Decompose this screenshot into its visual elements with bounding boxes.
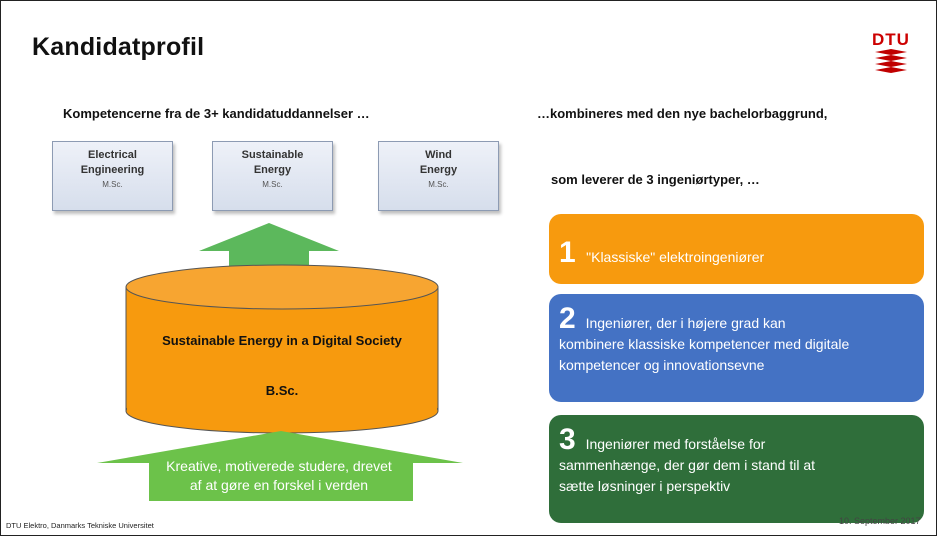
card-text-line: sætte løsninger i perspektiv xyxy=(559,478,731,494)
program-box-sustainable: Sustainable Energy M.Sc. xyxy=(212,141,333,211)
program-name-line: Electrical xyxy=(88,149,137,161)
diagram-graphics xyxy=(97,223,463,501)
card-text-line: kombinere klassiske kompetencer med digi… xyxy=(559,336,850,352)
program-degree: M.Sc. xyxy=(262,180,283,189)
bottom-arrow-text-line: Kreative, motiverede studere, drevet xyxy=(166,458,392,474)
card-number: 1 xyxy=(559,236,576,269)
program-box-electrical: Electrical Engineering M.Sc. xyxy=(52,141,173,211)
dtu-logo: DTU xyxy=(869,31,913,89)
card-number: 2 xyxy=(559,302,576,335)
card-text-line: sammenhænge, der gør dem i stand til at xyxy=(559,457,816,473)
bottom-arrow xyxy=(97,431,463,501)
program-name-line: Sustainable xyxy=(241,149,304,161)
card-text-line: Ingeniører med forståelse for xyxy=(585,436,766,452)
bottom-arrow-text-line: af at gøre en forskel i verden xyxy=(189,477,369,493)
program-name-line: Engineering xyxy=(80,164,145,176)
engineer-type-card-3: 3 Ingeniører med forståelse for sammenhæ… xyxy=(549,415,924,523)
left-heading: Kompetencerne fra de 3+ kandidatuddannel… xyxy=(63,106,370,121)
footer-institution: DTU Elektro, Danmarks Tekniske Universit… xyxy=(6,521,154,530)
right-subheading: som leverer de 3 ingeniørtyper, … xyxy=(551,172,760,187)
dtu-logo-icon xyxy=(875,49,907,73)
bottom-arrow-text: Kreative, motiverede studere, drevet af … xyxy=(149,457,409,495)
program-name-line: Energy xyxy=(253,164,292,176)
card-text: "Klassiske" elektroingeniører xyxy=(586,249,765,265)
cylinder-degree: B.Sc. xyxy=(265,383,299,398)
program-degree: M.Sc. xyxy=(102,180,123,189)
program-box-wind: Wind Energy M.Sc. xyxy=(378,141,499,211)
program-name: Wind Energy xyxy=(379,148,498,178)
program-name: Electrical Engineering xyxy=(53,148,172,178)
dtu-logo-text: DTU xyxy=(872,30,910,49)
right-heading: …kombineres med den nye bachelorbaggrund… xyxy=(537,106,828,121)
slide-title: Kandidatprofil xyxy=(32,33,205,61)
cylinder-title: Sustainable Energy in a Digital Society xyxy=(162,333,402,348)
footer-date: 10. September 2017 xyxy=(839,516,921,526)
program-degree: M.Sc. xyxy=(428,180,449,189)
cylinder-top xyxy=(125,264,439,310)
program-name-line: Energy xyxy=(419,164,458,176)
card-text-line: Ingeniører, der i højere grad kan xyxy=(585,315,786,331)
card-number: 3 xyxy=(559,423,576,456)
engineer-type-card-2: 2 Ingeniører, der i højere grad kan komb… xyxy=(549,294,924,402)
program-name: Sustainable Energy xyxy=(213,148,332,178)
program-name-line: Wind xyxy=(425,149,452,161)
engineer-type-card-1: 1 "Klassiske" elektroingeniører xyxy=(549,214,924,284)
card-text-line: kompetencer og innovationsevne xyxy=(559,357,765,373)
